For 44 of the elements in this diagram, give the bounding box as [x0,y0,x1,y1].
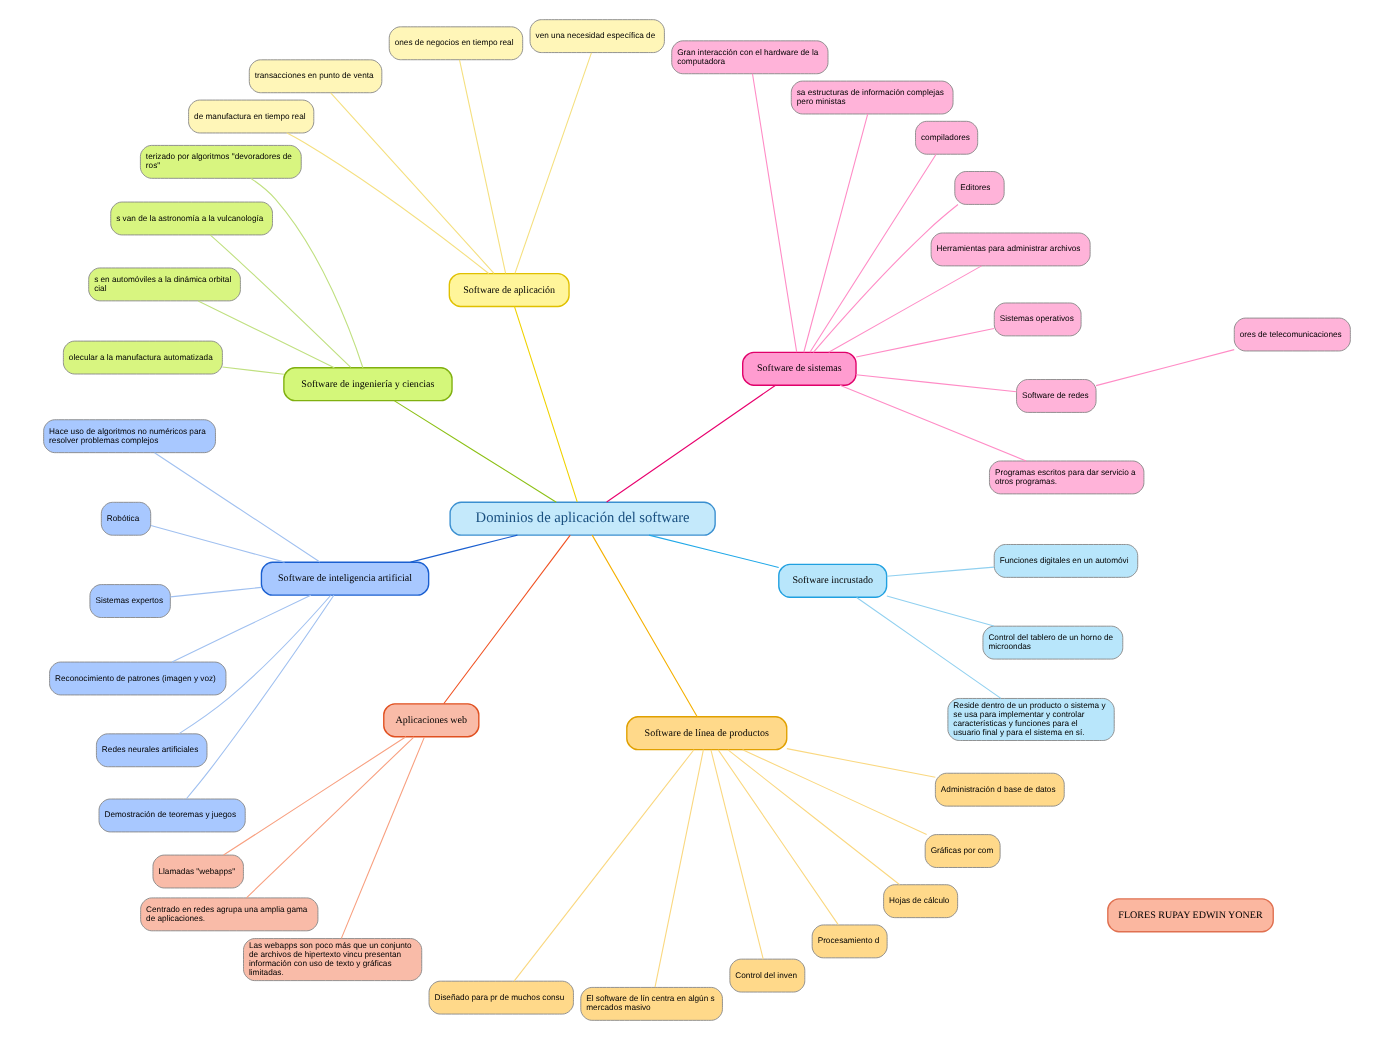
connector [606,384,777,503]
connector [809,153,937,353]
connector [393,400,557,503]
connector [648,534,780,568]
connector [727,749,900,886]
connector [855,374,1018,393]
connector [458,59,507,275]
connector [803,113,869,353]
connector [786,748,936,778]
connector [223,736,407,856]
node-box: Dominios de aplicación del software [449,501,716,536]
connector [812,204,959,353]
connector [1095,349,1235,387]
connector [250,177,364,369]
connector [513,306,578,503]
connector [150,525,286,563]
connector [591,534,698,718]
connector [178,594,332,735]
connector [154,452,321,563]
connector [443,534,571,705]
connector [410,534,518,563]
connector [654,749,704,988]
connector [514,52,592,274]
connector [828,265,983,353]
connector [710,749,764,960]
connector [209,234,352,369]
connector [330,92,495,274]
connector [197,300,335,369]
connector [185,594,335,800]
connector [886,566,995,577]
connector [221,366,285,375]
connector [245,736,415,899]
connector [855,327,995,358]
connector [856,597,1002,699]
connector [742,749,928,835]
connector [839,384,1027,462]
connector [513,749,695,982]
connector [717,749,839,926]
connector [171,594,312,663]
connector [751,73,798,353]
connector [286,132,490,275]
connector [169,586,262,598]
connector [340,736,425,939]
connector [886,595,995,627]
